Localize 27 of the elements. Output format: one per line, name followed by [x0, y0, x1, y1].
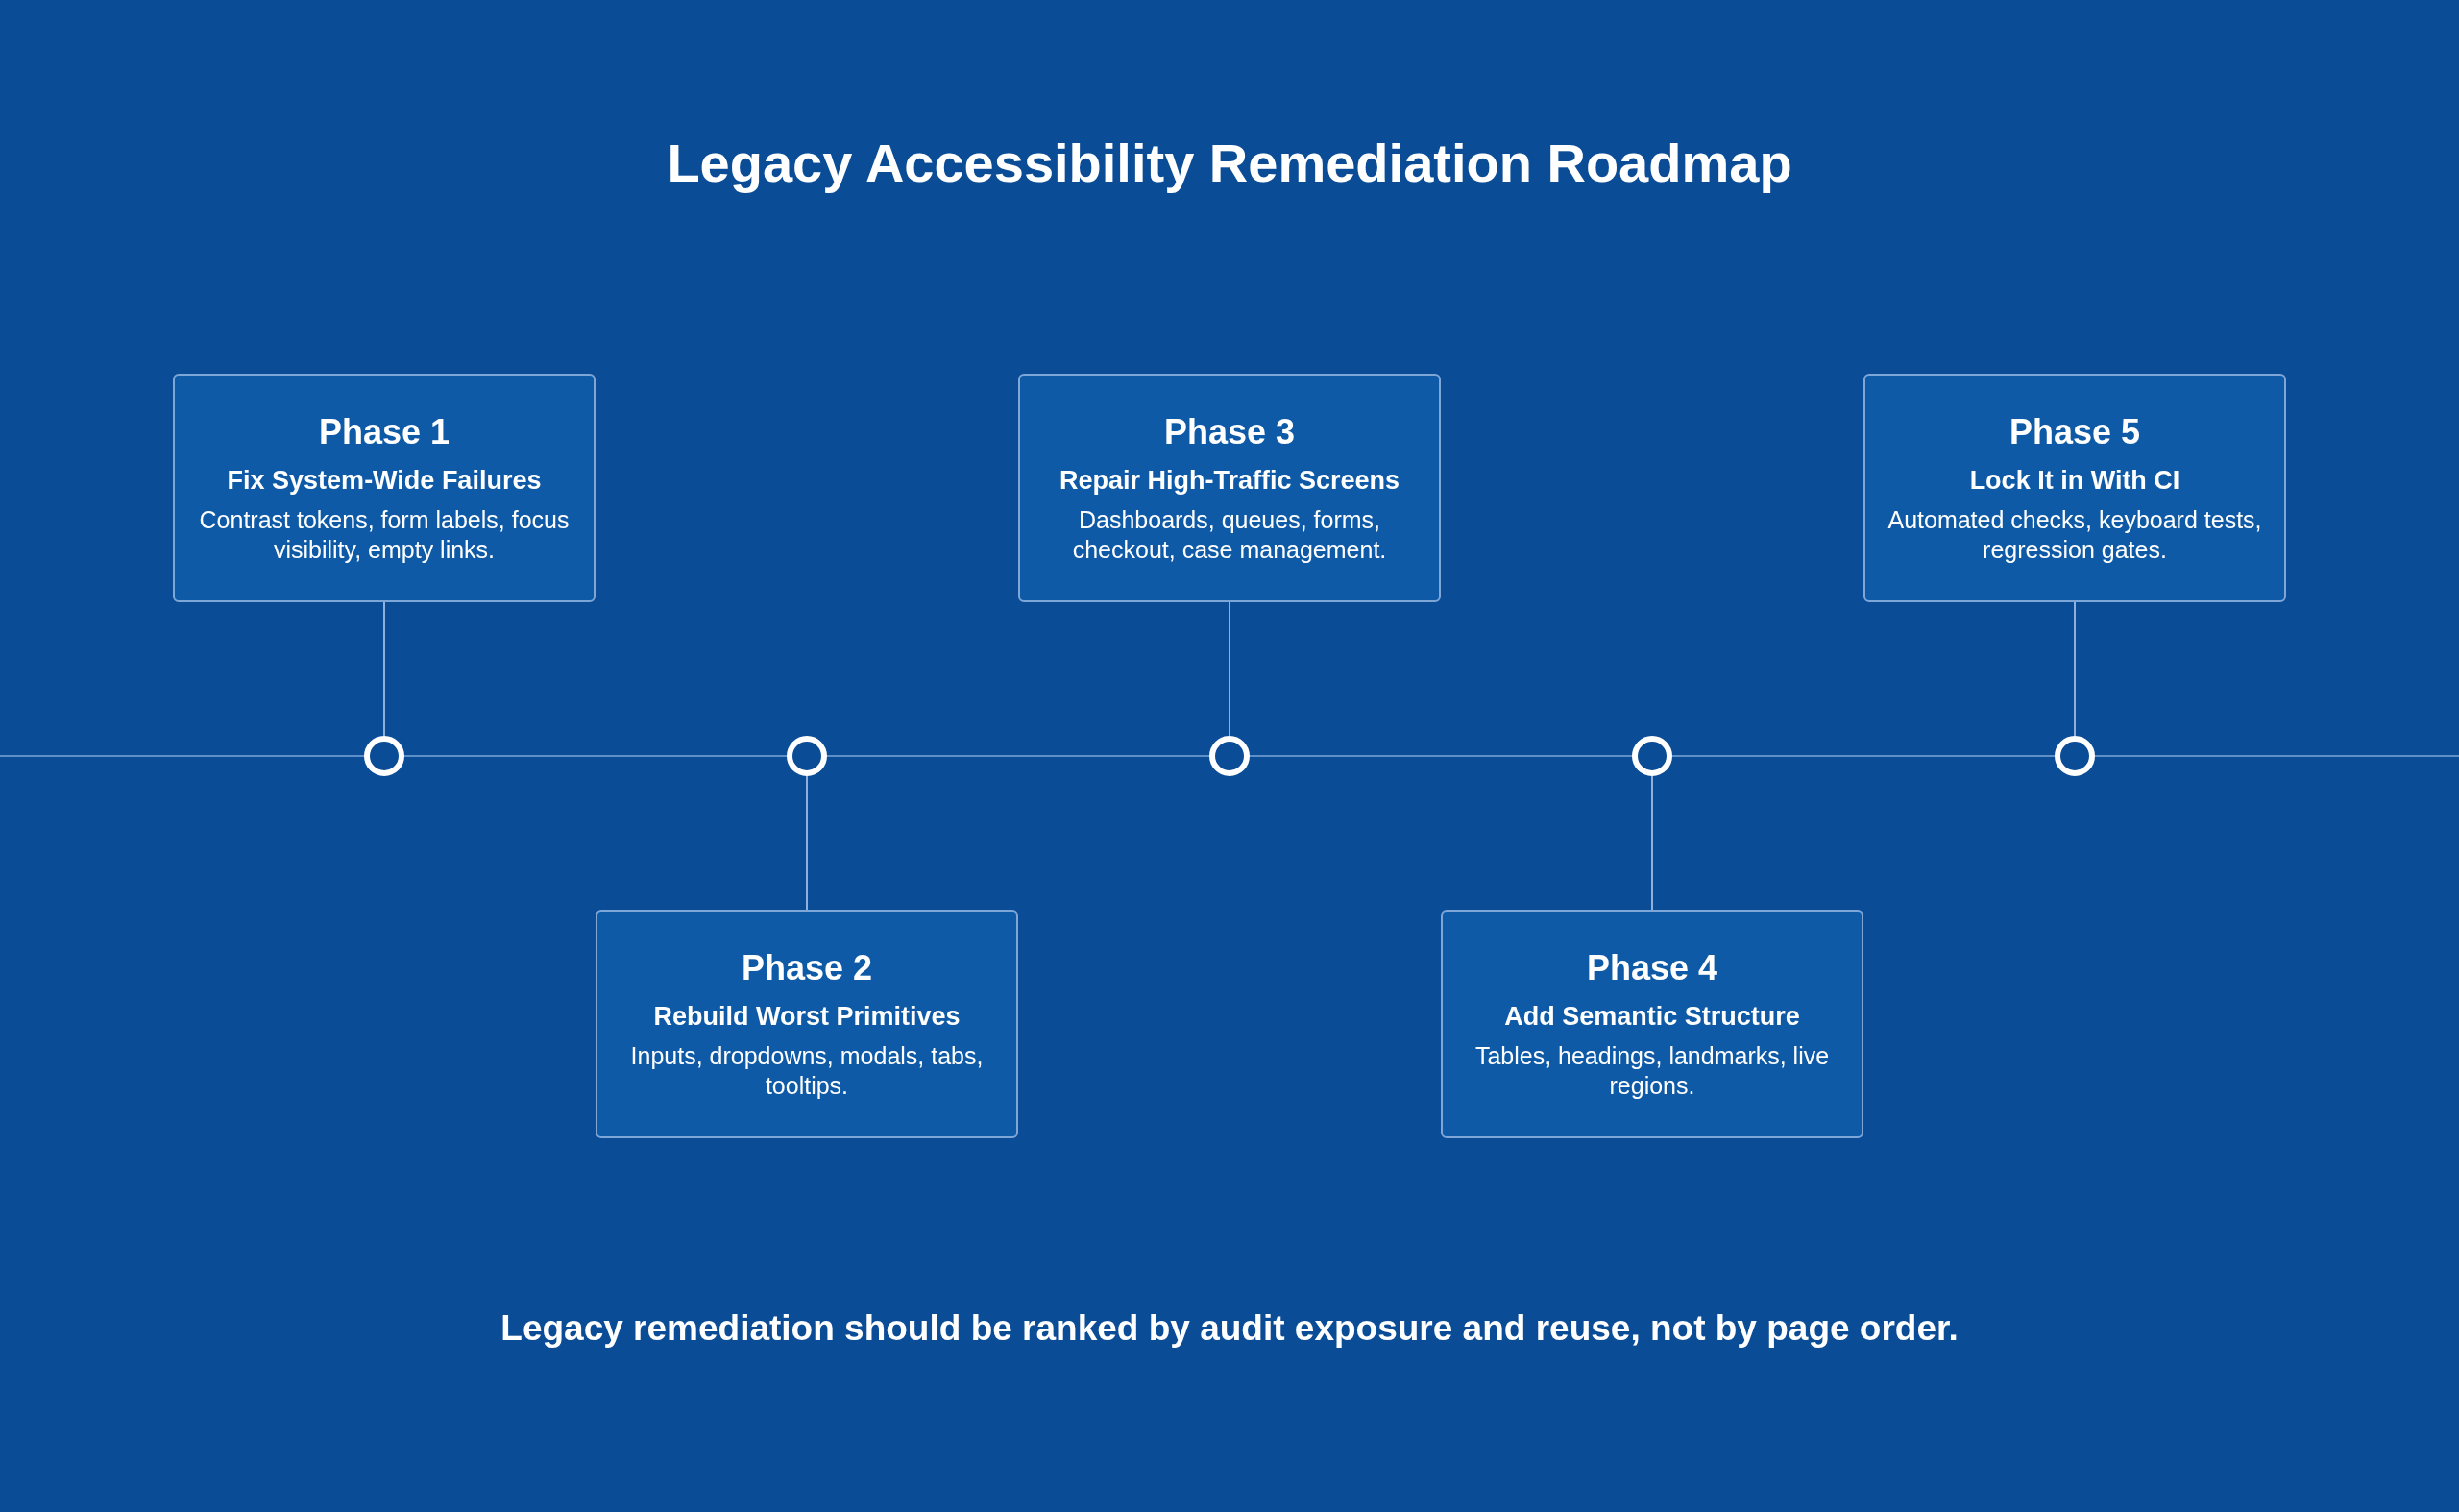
phase-label: Phase 3 [1163, 411, 1296, 454]
connector-line [2074, 601, 2076, 737]
phase-description: Tables, headings, landmarks, live regions. [1473, 1041, 1831, 1102]
phase-card [1018, 374, 1441, 602]
title: Legacy Accessibility Remediation Roadmap [667, 132, 1792, 195]
phase-label: Phase 4 [1586, 947, 1718, 990]
phase-title: Add Semantic Structure [1504, 1001, 1800, 1034]
connector-line [1229, 601, 1230, 737]
phase-description: Contrast tokens, form labels, focus visibility, empty links. [198, 505, 571, 566]
phase-description: Dashboards, queues, forms, checkout, case management. [1071, 505, 1388, 566]
phase-title: Rebuild Worst Primitives [653, 1001, 961, 1034]
phase-label: Phase 2 [741, 947, 873, 990]
phase-description: Inputs, dropdowns, modals, tabs, tooltips. [629, 1041, 985, 1102]
phase-title: Fix System-Wide Failures [227, 465, 542, 498]
connector-line [806, 775, 808, 911]
phase-card [173, 374, 596, 602]
phase-title: Lock It in With CI [1969, 465, 2180, 498]
connector-line [1651, 775, 1653, 911]
phase-description: Automated checks, keyboard tests, regression gates. [1887, 505, 2263, 566]
connector-line [383, 601, 385, 737]
phase-card [596, 910, 1018, 1138]
phase-label: Phase 5 [2009, 411, 2141, 454]
phase-label: Phase 1 [318, 411, 450, 454]
phase-card [1863, 374, 2286, 602]
phase-title: Repair High-Traffic Screens [1059, 465, 1400, 498]
caption: Legacy remediation should be ranked by audit exposure and reuse, not by page order. [500, 1307, 1959, 1350]
phase-card [1441, 910, 1863, 1138]
